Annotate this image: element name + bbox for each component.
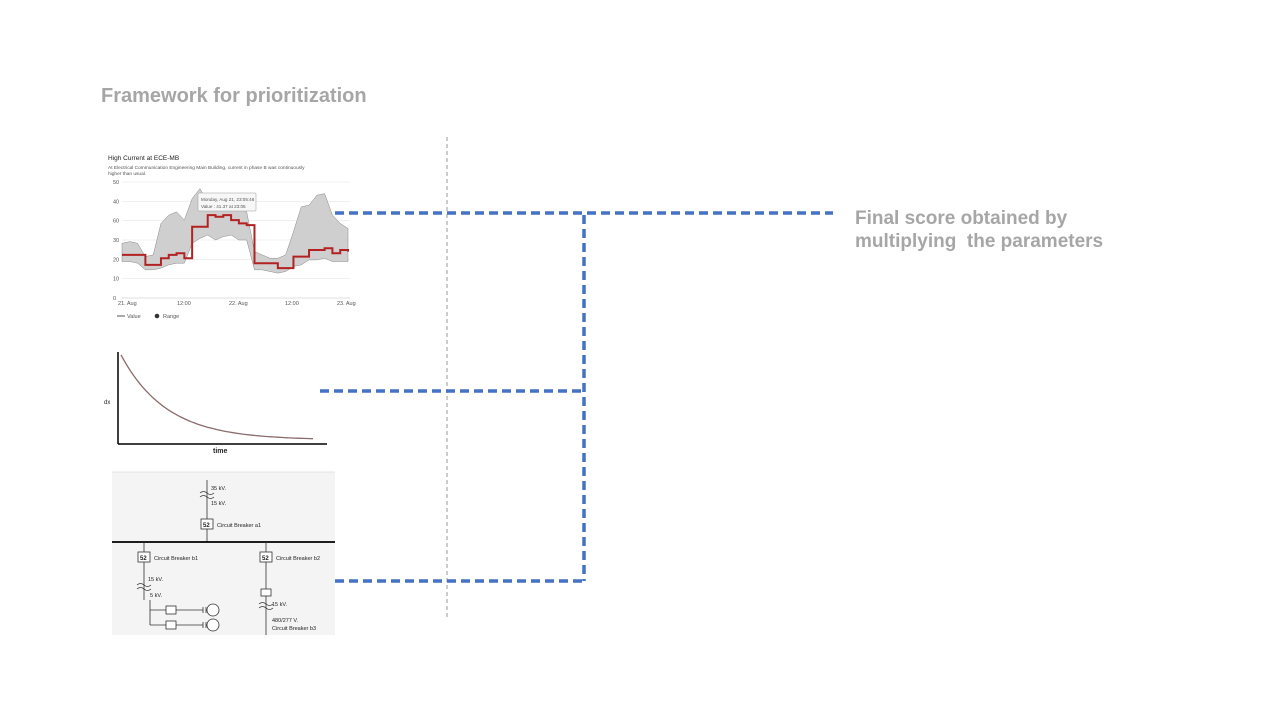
breaker-b2-symbol: 52	[262, 556, 269, 562]
y-tick-label: 10	[113, 277, 119, 283]
motor-starter-2	[165, 620, 177, 630]
legend-value-label: Value	[127, 314, 141, 320]
legend-range-label: Range	[163, 314, 179, 320]
sld-load-wires	[176, 607, 207, 628]
breaker-b2-box	[259, 551, 273, 563]
sld-b2-voltage-2: 480/277 V.	[272, 618, 299, 624]
single-line-diagram: 35 kV. 15 kV. 52 Circuit Breaker a1 52 C…	[112, 471, 335, 635]
value-line	[122, 214, 349, 270]
breaker-b1-box	[137, 551, 151, 563]
x-ticks: 21. Aug 12:00 22. Aug 12:00 23. Aug	[118, 301, 356, 307]
breaker-b2-label: Circuit Breaker b2	[276, 556, 320, 562]
sld-b2-transformer	[258, 602, 274, 610]
breaker-b1-symbol: 52	[140, 556, 147, 562]
tooltip-line-2: Value : 41.37 at 23:05	[201, 204, 246, 209]
decay-y-label: dx	[104, 400, 110, 406]
breaker-a1-symbol: 52	[203, 523, 210, 529]
x-tick-label: 12:00	[285, 301, 299, 307]
motor-1	[206, 603, 220, 617]
motor-2	[206, 618, 220, 632]
tooltip-line-1: Monday, Aug 21, 23:05:46	[201, 197, 255, 202]
x-tick-label: 23. Aug	[337, 301, 356, 307]
breaker-b3-label: Circuit Breaker b3	[272, 626, 316, 632]
motor-starter-1	[165, 605, 177, 615]
y-ticks: 50 40 60 30 20 10 0	[113, 180, 119, 302]
sld-b1-voltage-2: 5 kV.	[150, 593, 163, 599]
sld-top-voltage-2: 15 kV.	[211, 501, 227, 507]
y-tick-label: 30	[113, 238, 119, 244]
legend-range-swatch	[154, 313, 160, 319]
decay-chart: dx time	[104, 352, 327, 455]
sld-b2-voltage: 15 kV.	[272, 602, 288, 608]
final-score-text: Final score obtained by multiplying the …	[855, 207, 1103, 253]
sld-top-voltage: 35 kV.	[211, 486, 227, 492]
x-tick-label: 12:00	[177, 301, 191, 307]
final-score-line-2: multiplying the parameters	[855, 231, 1104, 252]
chart-subtitle-2: higher than usual.	[108, 171, 146, 177]
final-score-line-1: Final score obtained by	[855, 208, 1068, 229]
current-chart: High Current at ECE-MB At Electrical Com…	[108, 155, 356, 320]
decay-x-label: time	[213, 448, 228, 455]
y-tick-label: 50	[113, 180, 119, 186]
sld-b2-device	[260, 588, 272, 597]
chart-subtitle-1: At Electrical Communication Engineering …	[108, 165, 305, 171]
x-tick-label: 22. Aug	[229, 301, 248, 307]
sld-top-transformer	[199, 491, 215, 499]
tooltip-box	[197, 192, 257, 212]
y-tick-label: 0	[113, 296, 116, 302]
y-tick-label: 20	[113, 257, 119, 263]
decay-curve	[120, 354, 314, 440]
sld-b1-loads	[149, 600, 166, 626]
y-tick-label: 60	[113, 219, 119, 225]
slide-title: Framework for prioritization	[101, 85, 367, 107]
sld-b1-transformer	[136, 583, 152, 591]
breaker-a1-label: Circuit Breaker a1	[217, 523, 261, 529]
y-tick-label: 40	[113, 199, 119, 205]
breaker-b1-label: Circuit Breaker b1	[154, 556, 198, 562]
sld-b1-voltage-1: 15 kV.	[148, 577, 164, 583]
x-tick-label: 21. Aug	[118, 301, 137, 307]
chart-title: High Current at ECE-MB	[108, 155, 179, 162]
connector-lines	[320, 211, 833, 583]
